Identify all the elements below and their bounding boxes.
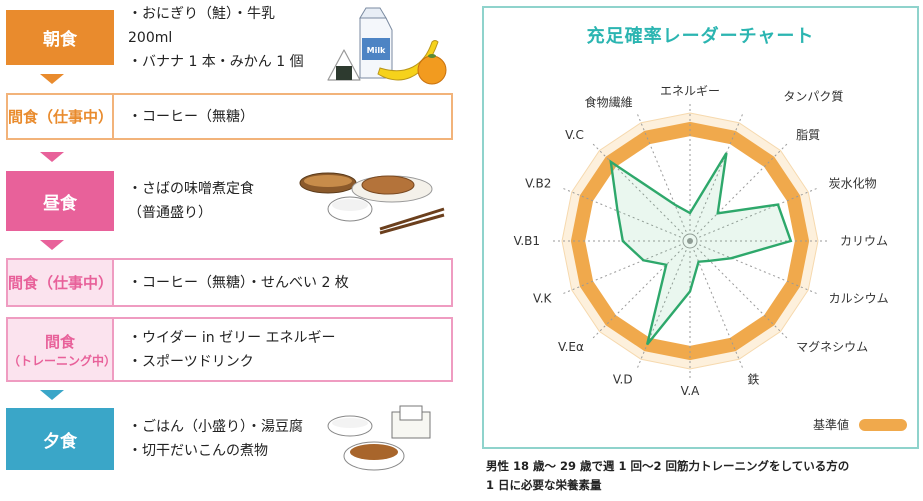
meal-snack-training: 間食 （トレーニング中） ・ウイダー in ゼリー エネルギー ・スポーツドリン… <box>6 317 453 382</box>
axis-line <box>636 113 691 242</box>
axis-label: V.B2 <box>525 177 551 191</box>
meal-item: ・コーヒー（無糖） <box>128 108 254 125</box>
lunch-illustration <box>299 172 445 235</box>
meal-items-snack-work-2: ・コーヒー（無糖）・せんべい 2 枚 <box>114 260 451 305</box>
axis-label: タンパク質 <box>783 88 843 103</box>
meal-item: ・切干だいこんの煮物 <box>128 443 268 459</box>
standard-outline <box>561 112 819 370</box>
meal-item: ・ごはん（小盛り）・湯豆腐 <box>128 419 303 435</box>
flow-arrow <box>40 390 64 400</box>
flow-arrow <box>40 240 64 250</box>
axis-label: 食物繊維 <box>585 94 633 109</box>
simmered-dish-icon <box>343 441 405 471</box>
axis-label: V.Eα <box>558 340 584 354</box>
rice-bowl-icon <box>327 415 373 437</box>
breakfast-illustration: Milk <box>327 7 447 85</box>
flow-arrow <box>40 74 64 84</box>
meal-label-breakfast: 朝食 <box>6 10 114 65</box>
intake-series <box>609 152 793 346</box>
meal-label-lunch: 昼食 <box>6 171 114 231</box>
onigiri-icon <box>327 49 361 81</box>
meal-item: ・さばの味噌煮定食 <box>128 181 254 197</box>
axis-line <box>689 113 744 242</box>
meal-item: ・おにぎり（鮭）・牛乳 200ml <box>128 5 275 46</box>
axis-line <box>562 240 691 295</box>
meal-breakfast: 朝食 ・おにぎり（鮭）・牛乳 200ml ・バナナ 1 本・みかん 1 個 <box>6 6 314 70</box>
axis-label: V.A <box>681 384 700 398</box>
axis-label: カルシウム <box>829 291 889 305</box>
axis-label: V.K <box>533 291 552 305</box>
meal-lunch: 昼食 ・さばの味噌煮定食 （普通盛り） <box>6 171 294 231</box>
meal-item: （普通盛り） <box>128 205 212 221</box>
meal-items-dinner: ・ごはん（小盛り）・湯豆腐 ・切干だいこんの煮物 <box>114 408 314 470</box>
mackerel-set-meal-icon <box>299 172 433 222</box>
legend-label: 基準値 <box>812 418 849 432</box>
meal-snack-work-2: 間食（仕事中） ・コーヒー（無糖）・せんべい 2 枚 <box>6 258 453 307</box>
center-dot <box>687 238 693 244</box>
axis-label: V.C <box>565 128 584 142</box>
footnote-line: 1 日に必要な栄養素量 <box>486 478 602 492</box>
dinner-illustration <box>327 405 431 471</box>
axis-label: 脂質 <box>796 127 820 142</box>
axis-label: カリウム <box>840 234 888 248</box>
meal-label-snack-training: 間食 （トレーニング中） <box>8 319 116 380</box>
chopsticks-icon <box>379 207 445 235</box>
chart-title: 充足確率レーダーチャート <box>586 26 815 47</box>
meal-label-snack-work-1: 間食（仕事中） <box>8 95 114 138</box>
milk-carton-icon: Milk <box>359 7 393 79</box>
flow-arrow <box>40 152 64 162</box>
chart-legend: 基準値 <box>813 416 907 433</box>
meal-items-snack-training: ・ウイダー in ゼリー エネルギー ・スポーツドリンク <box>114 319 451 380</box>
meal-snack-work-1: 間食（仕事中） ・コーヒー（無糖） <box>6 93 453 140</box>
svg-text:Milk: Milk <box>367 46 386 55</box>
meal-item: ・コーヒー（無糖）・せんべい 2 枚 <box>128 274 349 291</box>
meal-dinner: 夕食 ・ごはん（小盛り）・湯豆腐 ・切干だいこんの煮物 <box>6 408 314 470</box>
meal-items-lunch: ・さばの味噌煮定食 （普通盛り） <box>114 171 294 231</box>
axis-label: 鉄 <box>747 372 759 387</box>
mandarin-icon <box>417 54 447 85</box>
meal-label-dinner: 夕食 <box>6 408 114 470</box>
meal-label-snack-work-2: 間食（仕事中） <box>8 260 114 305</box>
axis-label: V.D <box>613 373 633 387</box>
footnote-line: 男性 18 歳～ 29 歳で週 1 回～2 回筋力トレーニングをしている方の <box>486 459 850 473</box>
radar-chart-panel: 充足確率レーダーチャート エネルギー タンパク質脂質炭水化物カリウムカルシウムマグ… <box>482 6 919 449</box>
tofu-dish-icon <box>391 405 431 439</box>
meal-item: ・バナナ 1 本・みかん 1 個 <box>128 53 304 70</box>
axis-line <box>562 187 691 242</box>
axis-label: エネルギー <box>660 84 720 98</box>
meal-items-snack-work-1: ・コーヒー（無糖） <box>114 95 451 138</box>
footnote: 男性 18 歳～ 29 歳で週 1 回～2 回筋力トレーニングをしている方の 1… <box>486 457 916 495</box>
axis-label: 炭水化物 <box>829 177 877 191</box>
axis-label: V.B1 <box>514 234 540 248</box>
legend-swatch <box>859 418 907 431</box>
meal-item: ・ウイダー in ゼリー エネルギー <box>128 329 336 346</box>
axis-label: マグネシウム <box>796 340 868 354</box>
meal-items-breakfast: ・おにぎり（鮭）・牛乳 200ml ・バナナ 1 本・みかん 1 個 <box>114 6 314 70</box>
meal-item: ・スポーツドリンク <box>128 353 254 370</box>
